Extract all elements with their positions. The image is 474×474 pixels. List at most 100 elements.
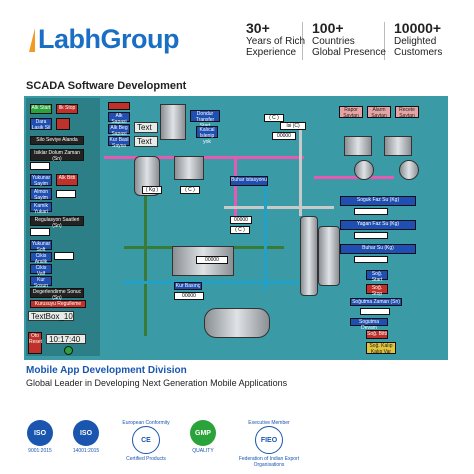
- hopper: [174, 156, 204, 180]
- fieo-logo-icon: FIEO: [255, 426, 283, 454]
- pipe: [314, 176, 394, 179]
- iso-seal-icon: ISO: [73, 420, 99, 446]
- digit-readout: 00000: [230, 216, 252, 224]
- fieo-badge: Executive Member FIEO Federation of Indi…: [234, 420, 304, 468]
- iso-14001-badge: ISO 14001:2015: [66, 420, 106, 454]
- pipe: [264, 181, 267, 291]
- temp-label: ( C ): [230, 226, 250, 234]
- cert-caption: 14001:2015: [72, 448, 100, 454]
- soft-button[interactable]: Yukunar Soft: [30, 240, 52, 253]
- stat-years: 30+ Years of Rich Experience: [246, 20, 305, 64]
- cooling-continue-button[interactable]: Sogutma Devam: [350, 318, 388, 331]
- up-button[interactable]: Kamik Yukari: [30, 202, 52, 215]
- status-indicator: [56, 118, 70, 130]
- cert-caption: 9001:2015: [28, 448, 52, 454]
- mixing-start-button[interactable]: Alk Sapasi: [108, 112, 130, 125]
- temp-label: ( C ): [180, 186, 200, 194]
- brand-logo[interactable]: LabhGroup: [38, 24, 179, 54]
- textbox-10[interactable]: TextBox_10: [28, 311, 74, 321]
- digit-readout: 00000: [272, 132, 296, 140]
- section-title: SCADA Software Development: [26, 80, 187, 92]
- recipe-page-button[interactable]: Recete Saytan: [395, 106, 419, 119]
- drying-button[interactable]: Kurusuyu Regulleme: [30, 300, 86, 308]
- pipe: [124, 281, 304, 284]
- digit-readout: 00000: [196, 256, 228, 264]
- steam-label: Buhar Su (Kg): [340, 244, 416, 254]
- text-field[interactable]: Text: [134, 122, 158, 133]
- steam-value[interactable]: [354, 256, 388, 263]
- cooling-time-input[interactable]: [360, 308, 390, 315]
- cert-caption: QUALITY: [192, 448, 214, 454]
- done-button[interactable]: Alk Bitti: [56, 174, 78, 186]
- division-title: Mobile App Development Division: [26, 365, 187, 376]
- stat-label: Years of Rich: [246, 36, 306, 47]
- logo-mark-icon: [29, 28, 35, 52]
- digit-readout: 00000: [174, 292, 204, 300]
- control-button[interactable]: [108, 102, 130, 110]
- dry-start-button[interactable]: Kur Sosun Baslik: [30, 276, 52, 295]
- gmp-seal-icon: GMP: [190, 420, 216, 446]
- silo-level-button[interactable]: Silo Seviye Alanda: [30, 136, 84, 145]
- regulation-input[interactable]: [30, 228, 50, 236]
- fat-phase-label: Yagan Faz Su (Kg): [340, 220, 416, 230]
- right-tank: [344, 136, 372, 156]
- ce-mark-icon: CE: [132, 426, 160, 454]
- stats-divider: [384, 22, 385, 60]
- steam-station-label: Buhar istasyonu: [230, 176, 268, 186]
- cert-caption: Executive Member: [248, 420, 290, 426]
- cold-phase-value[interactable]: [354, 208, 388, 215]
- right-vessel: [354, 160, 374, 180]
- stat-value: 10000+: [394, 20, 442, 36]
- pipe: [234, 156, 237, 216]
- start-button[interactable]: Alk Start: [30, 104, 52, 114]
- division-subtitle: Global Leader in Developing Next Generat…: [26, 378, 288, 388]
- exit-valve-button[interactable]: Cikis Valf Baslik: [30, 264, 52, 283]
- cert-caption: Certified Products: [126, 456, 166, 462]
- dry-count-button[interactable]: Kur Basl Saysa: [108, 136, 130, 149]
- stat-label: Experience: [246, 47, 297, 58]
- mould-present-label: Soğ. Kalıp Kalıp Var: [366, 342, 396, 355]
- filling-time-label: Isiklar Dolum Zaman (Sn): [30, 149, 84, 162]
- stat-label: Global Presence: [312, 47, 386, 58]
- gmp-badge: GMP QUALITY: [178, 420, 228, 454]
- stat-label: Delighted: [394, 36, 437, 47]
- stat-customers: 10000+ Delighted Customers: [394, 20, 442, 64]
- report-page-button[interactable]: Rapor Saytan: [339, 106, 363, 119]
- exit-range-button[interactable]: Cikis Aralik: [30, 252, 52, 265]
- count-button[interactable]: Yukunar Sayim: [30, 174, 52, 187]
- exit-range-input[interactable]: [54, 252, 74, 260]
- boiler-tank: [204, 308, 270, 338]
- auto-reset-button[interactable]: Oto Reset: [28, 332, 42, 354]
- silo-tank: [160, 104, 186, 140]
- stat-label: Customers: [394, 47, 443, 58]
- column-tank: [300, 216, 318, 296]
- tank-clear-button[interactable]: Dara Lasik Sil: [30, 118, 52, 131]
- fat-phase-value[interactable]: [354, 232, 388, 239]
- ce-badge: European Conformity CE Certified Product…: [116, 420, 176, 462]
- cert-caption: Federation of Indian Export Organisation…: [238, 456, 300, 468]
- stop-button[interactable]: Ilk Stop: [56, 104, 78, 114]
- column-tank: [318, 226, 340, 286]
- take-count-button[interactable]: Almon Sayim: [30, 188, 52, 201]
- stat-value: 30+: [246, 20, 270, 36]
- cert-caption: European Conformity: [122, 420, 170, 426]
- alarm-page-button[interactable]: Alarm Saytan: [367, 106, 391, 119]
- cooling-done-button[interactable]: Soğ. Bitti: [366, 330, 388, 339]
- text-field[interactable]: Text: [134, 136, 158, 147]
- no-residue-label: Kalıcal Islenip yok: [196, 126, 218, 145]
- dry-pressure-label: Kur Basınç: [174, 282, 202, 290]
- pipe: [144, 186, 147, 336]
- evaluation-label: Degerlendirme Sonuc (Sn): [30, 288, 84, 301]
- cooling-time-label: Soğutma Zaman (Sn): [350, 298, 402, 306]
- iso-seal-icon: ISO: [27, 420, 53, 446]
- temp-label: ( C ): [264, 114, 284, 122]
- filling-time-input[interactable]: [30, 162, 50, 170]
- cooling-start-button[interactable]: Soğ. Start: [366, 270, 388, 283]
- mixing-end-button[interactable]: Alk Beg Sapasi: [108, 124, 130, 137]
- cooling-stop-button[interactable]: Soğ. Stop: [366, 284, 388, 297]
- scada-screen: Alk Start Ilk Stop Dara Lasik Sil Silo S…: [24, 96, 448, 360]
- temp-input: Isi (C): [280, 122, 306, 130]
- pipe: [299, 126, 302, 216]
- count-input[interactable]: [56, 190, 76, 198]
- transfer-start-button[interactable]: Dondur Transfer Start: [190, 110, 220, 129]
